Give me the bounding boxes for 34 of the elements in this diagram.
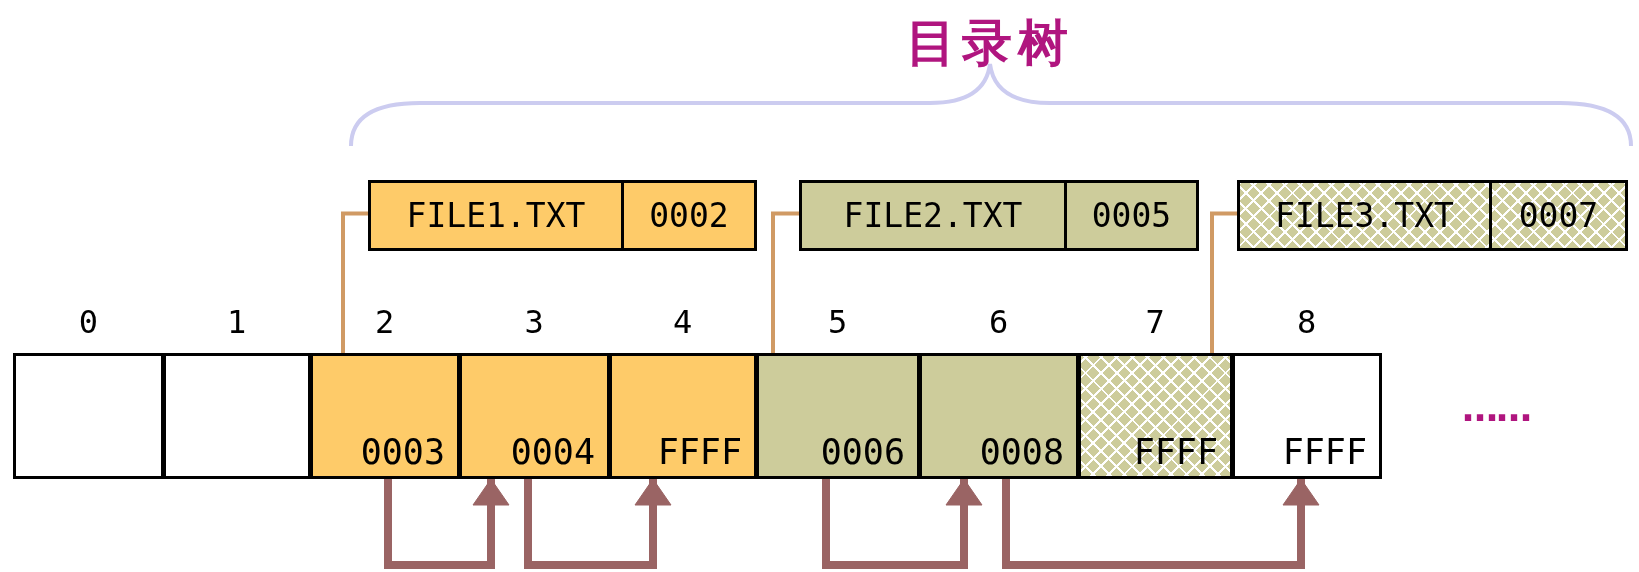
cluster-number: 0002	[648, 195, 730, 237]
cluster-cell	[755, 353, 920, 479]
cluster-cell	[608, 353, 757, 479]
cluster-number: 0005	[1090, 195, 1173, 237]
cluster-value: FFFF	[1282, 432, 1367, 472]
cell-index: 0	[77, 303, 100, 341]
cell-index: 6	[988, 303, 1010, 341]
cluster-value: 0006	[820, 432, 905, 472]
cell-index: 8	[1296, 303, 1318, 341]
cluster-value: FFFF	[1133, 432, 1218, 472]
ellipsis: ……	[1462, 388, 1530, 429]
cluster-cell	[1231, 353, 1382, 479]
cell-index: 7	[1144, 303, 1166, 341]
cluster-number: 0007	[1517, 195, 1600, 237]
cluster-cell	[458, 353, 610, 479]
cluster-cell	[918, 353, 1079, 479]
cluster-value: 0004	[510, 432, 595, 472]
file-name: FILE3.TXT	[1240, 183, 1492, 248]
cluster-cell	[309, 353, 460, 479]
cluster-cell	[1077, 353, 1233, 479]
cell-index: 1	[226, 303, 248, 341]
directory-entry	[368, 180, 757, 251]
cluster-value: 0008	[979, 432, 1064, 472]
cluster-value: FFFF	[657, 432, 742, 472]
cell-index: 2	[374, 303, 396, 341]
cell-index: 3	[523, 303, 545, 341]
directory-entry	[799, 180, 1199, 251]
cell-index: 5	[827, 303, 849, 341]
cell-index: 4	[672, 303, 694, 341]
cluster-value: 0003	[360, 432, 445, 472]
file-name: FILE2.TXT	[802, 183, 1067, 248]
file-name: FILE1.TXT	[371, 183, 624, 248]
directory-entry	[1237, 180, 1628, 251]
title: 目录树	[905, 13, 1075, 74]
